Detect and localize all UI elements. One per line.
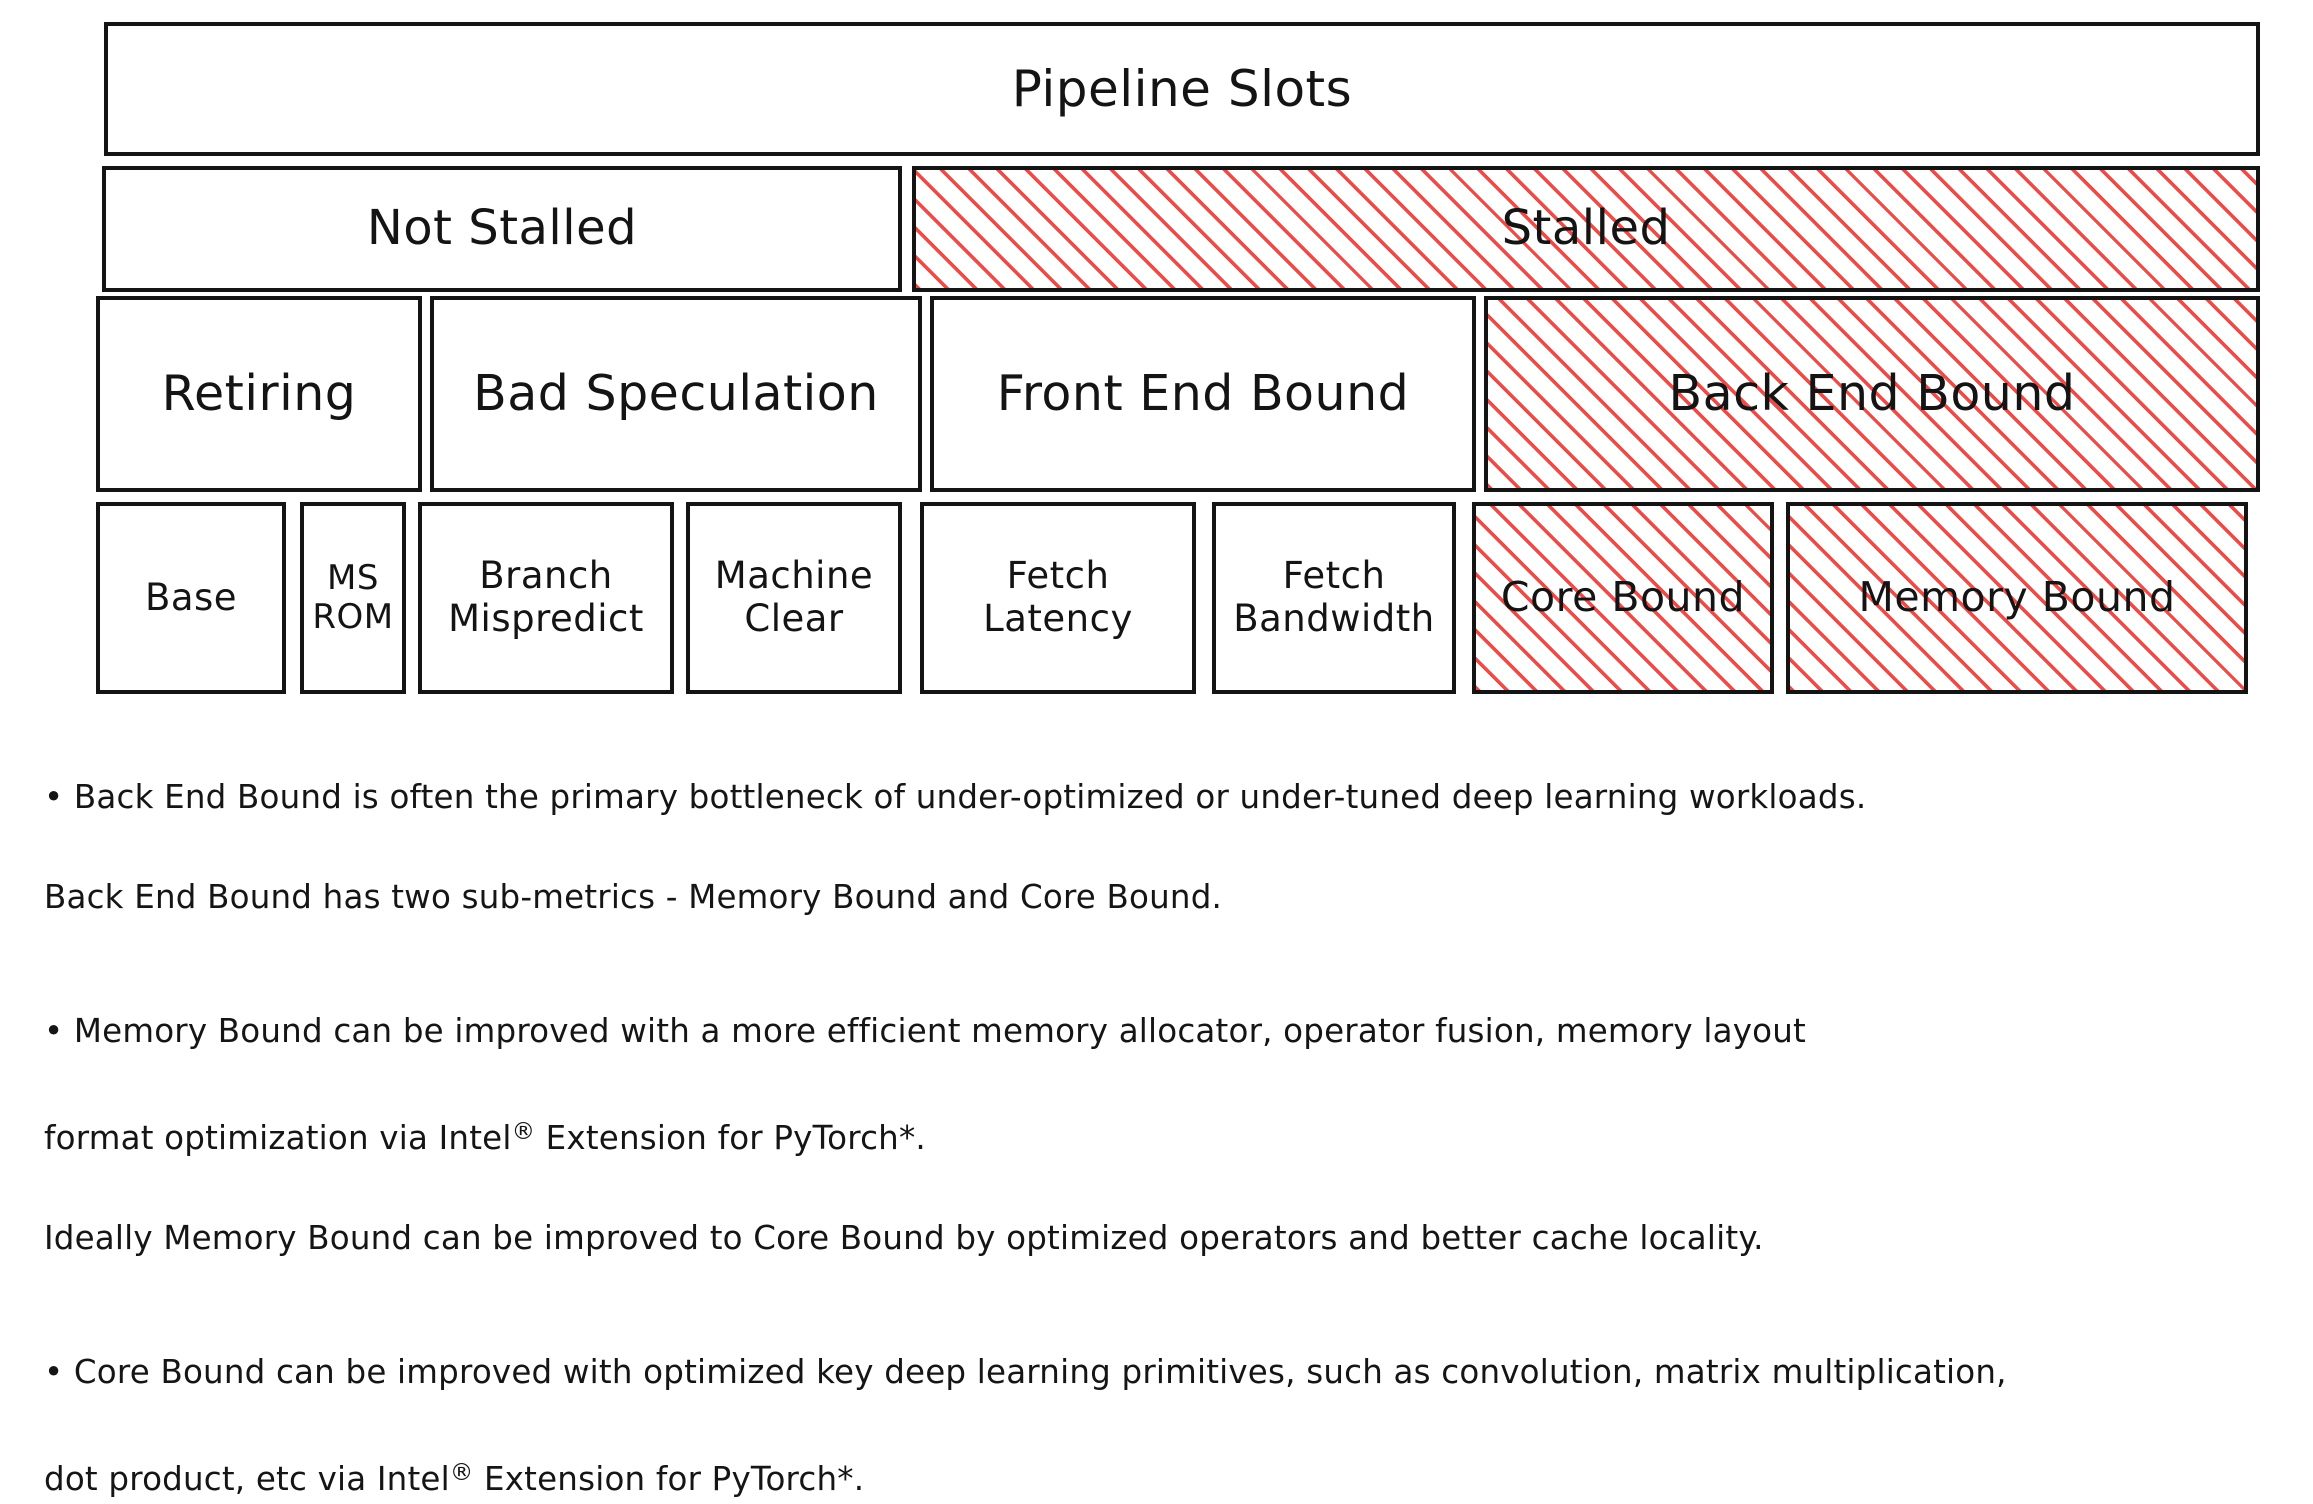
note-line: dot product, etc via Intel [44, 1459, 450, 1498]
box-bad-speculation: Bad Speculation [430, 296, 922, 492]
box-pipeline-slots: Pipeline Slots [104, 22, 2260, 156]
box-label: Memory Bound [1858, 573, 2176, 622]
box-machine-clear: Machine Clear [686, 502, 902, 694]
box-label: Fetch Latency [983, 554, 1133, 640]
note-bullet-back-end-bound: • Back End Bound is often the primary bo… [44, 722, 2284, 922]
box-core-bound: Core Bound [1462, 494, 1784, 702]
note-line: Ideally Memory Bound can be improved to … [44, 1218, 1764, 1257]
box-retiring: Retiring [96, 296, 422, 492]
box-label: Core Bound [1500, 573, 1746, 622]
box-label: Branch Mispredict [448, 554, 644, 640]
box-label: MS ROM [312, 557, 394, 637]
note-bullet-core-bound: • Core Bound can be improved with optimi… [44, 1297, 2284, 1504]
diagram-row-stall-split: Not Stalled Stalled [102, 158, 2270, 300]
box-label: Pipeline Slots [1011, 60, 1353, 118]
registered-trademark-symbol: ® [511, 1117, 536, 1145]
explanatory-notes: • Back End Bound is often the primary bo… [44, 722, 2284, 1504]
note-line: • Back End Bound is often the primary bo… [44, 778, 1867, 816]
note-line: • Core Bound can be improved with optimi… [44, 1352, 2007, 1391]
box-fetch-latency: Fetch Latency [920, 502, 1196, 694]
diagram-row-pipeline-slots: Pipeline Slots [104, 22, 2260, 156]
box-label: Bad Speculation [473, 364, 879, 422]
note-line: format optimization via Intel [44, 1118, 512, 1157]
box-label: Front End Bound [996, 364, 1410, 422]
box-label: Not Stalled [366, 200, 638, 257]
box-memory-bound: Memory Bound [1776, 494, 2258, 702]
box-label: Retiring [161, 364, 357, 422]
registered-trademark-symbol: ® [449, 1457, 474, 1486]
diagram-row-top-level-categories: Retiring Bad Speculation Front End Bound… [96, 288, 2270, 500]
note-line: Back End Bound has two sub-metrics - Mem… [44, 878, 1223, 916]
box-label: Machine Clear [714, 554, 874, 640]
note-line: Extension for PyTorch*. [473, 1459, 865, 1498]
box-branch-mispredict: Branch Mispredict [418, 502, 674, 694]
box-label: Fetch Bandwidth [1233, 554, 1435, 640]
box-label: Back End Bound [1668, 364, 2076, 422]
box-back-end-bound: Back End Bound [1474, 288, 2270, 500]
box-front-end-bound: Front End Bound [930, 296, 1476, 492]
topdown-microarchitecture-diagram: Pipeline Slots Not Stalled Stalled Retir… [0, 0, 2313, 710]
box-not-stalled: Not Stalled [102, 166, 902, 292]
box-label: Base [144, 575, 238, 619]
note-bullet-memory-bound: • Memory Bound can be improved with a mo… [44, 956, 2284, 1263]
box-stalled: Stalled [902, 158, 2270, 300]
diagram-row-sub-metrics: Base MS ROM Branch Mispredict Machine Cl… [96, 494, 2260, 702]
box-ms-rom: MS ROM [300, 502, 406, 694]
note-line: Extension for PyTorch*. [535, 1118, 926, 1157]
box-fetch-bandwidth: Fetch Bandwidth [1212, 502, 1456, 694]
note-line: • Memory Bound can be improved with a mo… [44, 1012, 1806, 1050]
box-label: Stalled [1501, 200, 1671, 257]
box-base: Base [96, 502, 286, 694]
